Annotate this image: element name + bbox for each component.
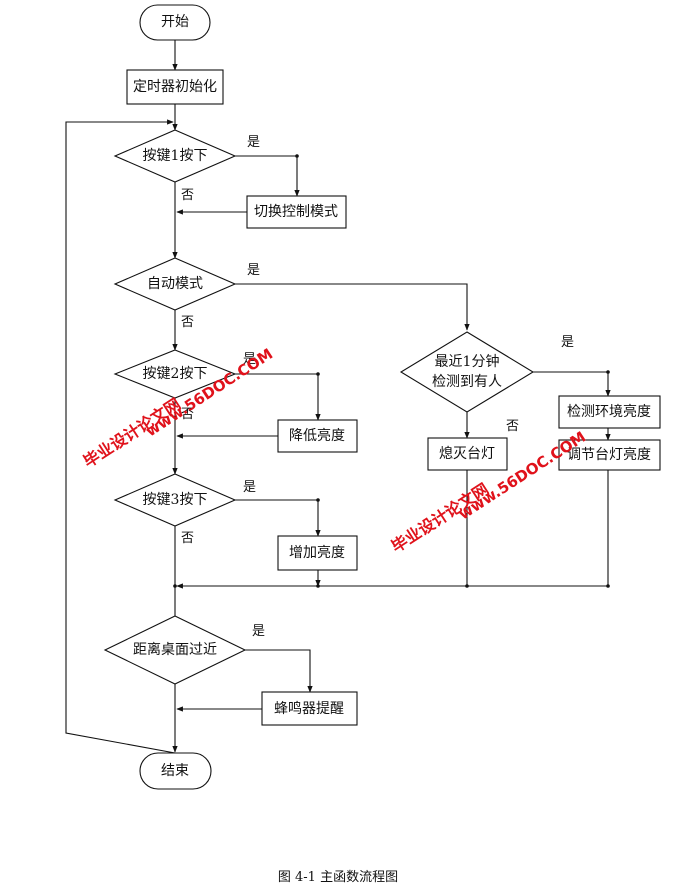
too-close-decision [103,615,247,685]
key2-no-label: 否 [181,407,194,422]
edge-recent-yes [533,371,611,397]
recent-detect-decision [399,331,535,413]
junction-dot [606,370,610,374]
dim-label: 降低亮度 [289,427,345,444]
auto-mode-decision [113,257,237,311]
lamp-off-label: 熄灭台灯 [439,445,495,462]
init-box [126,69,224,105]
key3-no-label: 否 [181,531,194,546]
watermark-left: 毕业设计论文网 [80,394,184,471]
edge-close-yes [245,649,313,693]
detect-env-box [558,395,661,429]
recent-no-label: 否 [506,419,519,434]
junction-dot [316,372,320,376]
brighten-box [277,535,358,571]
junction-dot [316,584,320,588]
recent-label-line2: 检测到有人 [432,374,502,390]
junction-dot [173,584,177,588]
junction-dot [465,584,469,588]
key3-label: 按键3按下 [143,492,208,508]
junction-dot [295,154,299,158]
switch-mode-box [246,195,347,229]
brighten-label: 增加亮度 [289,544,345,561]
key1-decision [113,129,237,183]
buzzer-label: 蜂鸣器提醒 [274,700,344,717]
auto-yes-label: 是 [247,263,260,278]
figure-caption: 图 4-1 主函数流程图 [277,870,399,885]
recent-yes-label: 是 [561,335,574,350]
junction-dot [606,584,610,588]
key2-decision [113,349,237,399]
adjust-lamp-box [558,439,661,471]
start-label: 开始 [161,14,189,30]
junction-dot [316,498,320,502]
start-node [139,4,211,41]
detect-env-label: 检测环境亮度 [567,403,651,420]
edge-key3-yes [235,499,321,537]
recent-label-line1: 最近1分钟 [435,353,500,370]
edge-key2-yes [235,373,321,421]
key1-label: 按键1按下 [143,148,208,164]
watermark-left-title: 毕业设计论文网 [80,394,184,471]
auto-mode-label: 自动模式 [147,276,203,292]
edge-auto-yes [235,283,470,331]
switch-mode-label: 切换控制模式 [254,203,338,220]
key2-label: 按键2按下 [143,366,208,382]
key3-decision [113,473,237,527]
buzzer-box [261,691,358,726]
close-yes-label: 是 [252,624,265,639]
init-label: 定时器初始化 [133,78,217,95]
lamp-off-box [427,437,508,471]
edge-key1-yes [235,155,300,197]
watermark-right: 毕业设计论文网 [388,479,492,556]
edge-loop-back [65,119,176,754]
watermark-right-title: 毕业设计论文网 [388,479,492,556]
adjust-lamp-label: 调节台灯亮度 [567,446,651,463]
key3-yes-label: 是 [243,480,256,495]
key1-yes-label: 是 [247,135,260,150]
key1-no-label: 否 [181,188,194,203]
end-label: 结束 [161,763,189,779]
auto-no-label: 否 [181,315,194,330]
too-close-label: 距离桌面过近 [133,641,217,658]
end-node [139,752,212,790]
key2-yes-label: 是 [243,352,256,367]
dim-box [277,419,358,453]
